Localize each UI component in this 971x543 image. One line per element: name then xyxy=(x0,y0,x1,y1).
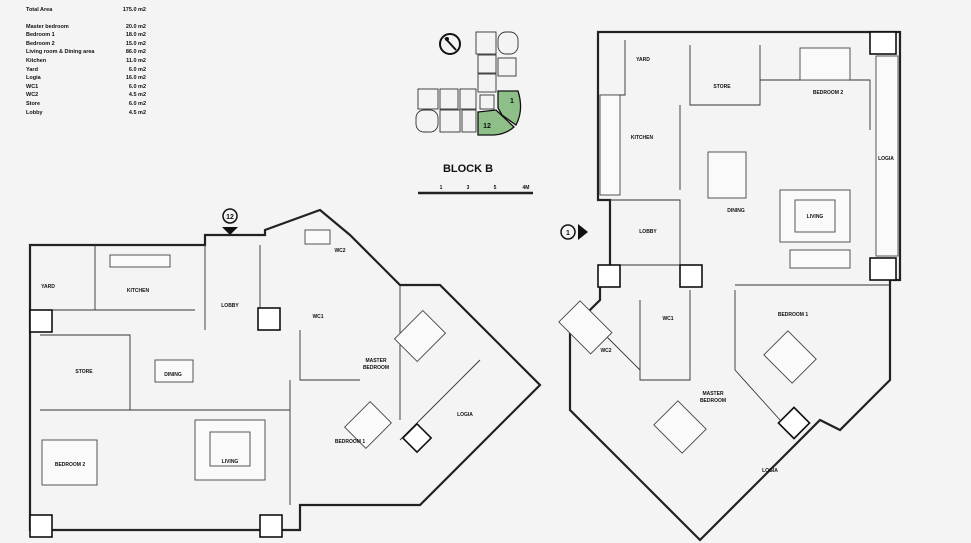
area-row-total: Total Area 175.0 m2 xyxy=(26,6,146,15)
room-label: YARD xyxy=(636,57,650,63)
room-label: LOBBY xyxy=(221,303,239,309)
room-label: WC2 xyxy=(600,348,611,354)
floor-plan-unit-12: 12 YARD KITCHEN LOBBY WC2 WC1 STORE DINI… xyxy=(28,208,542,538)
area-row: Bedroom 2 15.0 m2 xyxy=(26,40,146,49)
area-row: Yard 6.0 m2 xyxy=(26,66,146,75)
scale-tick: 4M xyxy=(523,185,530,191)
area-row: WC2 4.5 m2 xyxy=(26,91,146,100)
key-plan: 1 12 BLOCK B 1 3 5 4M xyxy=(415,31,533,195)
entry-marker-1: 1 xyxy=(560,224,588,240)
unit-marker: 1 xyxy=(566,230,570,237)
area-row: Bedroom 1 18.0 m2 xyxy=(26,31,146,40)
unit-1-label: 1 xyxy=(510,98,514,105)
area-row: Master bedroom 20.0 m2 xyxy=(26,23,146,32)
room-label: YARD xyxy=(41,284,55,290)
area-label: Bedroom 2 xyxy=(26,40,55,47)
room-label: STORE xyxy=(75,369,93,375)
area-label: Store xyxy=(26,100,41,107)
room-label: WC1 xyxy=(312,314,323,320)
scale-tick: 5 xyxy=(494,185,497,191)
block-title: BLOCK B xyxy=(443,163,493,175)
room-label: LIVING xyxy=(807,214,824,220)
area-label: Bedroom 1 xyxy=(26,32,55,39)
entry-marker-12: 12 xyxy=(222,208,238,235)
area-value: 11.0 m2 xyxy=(126,57,146,64)
room-label: KITCHEN xyxy=(127,288,150,294)
area-value: 15.0 m2 xyxy=(125,40,146,47)
scale-tick: 1 xyxy=(440,185,443,191)
area-value: 175.0 m2 xyxy=(122,7,146,13)
room-label: BEDROOM 2 xyxy=(55,462,86,468)
room-label: BEDROOM xyxy=(363,365,389,371)
room-label: KITCHEN xyxy=(631,135,654,141)
room-label: DINING xyxy=(727,208,745,214)
room-label: WC2 xyxy=(334,248,345,254)
area-table: Total Area 175.0 m2 Master bedroom 20.0 m… xyxy=(26,6,146,117)
room-label: LOBBY xyxy=(639,229,657,235)
area-row: Living room & Dining area 86.0 m2 xyxy=(26,48,146,57)
area-value: 16.0 m2 xyxy=(125,75,146,82)
room-label: BEDROOM 1 xyxy=(778,312,809,318)
area-label: Logia xyxy=(26,75,41,82)
area-label: Kitchen xyxy=(26,57,47,64)
area-label: Total Area xyxy=(26,7,53,13)
area-row: WC1 6.0 m2 xyxy=(26,83,146,92)
unit-12-highlight xyxy=(477,109,515,136)
area-value: 4.5 m2 xyxy=(128,92,146,99)
north-compass-icon xyxy=(439,33,461,55)
area-label: WC1 xyxy=(26,83,39,90)
area-label: Living room & Dining area xyxy=(26,49,95,56)
scale-bar: 1 3 5 4M xyxy=(418,185,533,195)
area-value: 4.5 m2 xyxy=(128,109,146,116)
area-label: Lobby xyxy=(26,109,43,116)
area-value: 6.0 m2 xyxy=(128,66,146,73)
area-value: 6.0 m2 xyxy=(128,100,146,107)
room-label: WC1 xyxy=(662,316,673,322)
area-row: Kitchen 11.0 m2 xyxy=(26,57,146,66)
area-value: 18.0 m2 xyxy=(125,32,146,39)
area-row: Lobby 4.5 m2 xyxy=(26,109,146,118)
area-value: 20.0 m2 xyxy=(125,23,146,30)
scale-tick: 3 xyxy=(467,185,470,191)
room-label: LOGIA xyxy=(878,156,894,162)
area-value: 86.0 m2 xyxy=(125,49,146,56)
room-label: LIVING xyxy=(222,459,239,465)
unit-12-label: 12 xyxy=(483,123,491,130)
room-label: STORE xyxy=(713,84,731,90)
area-label: Yard xyxy=(26,66,38,73)
room-label: MASTER xyxy=(702,391,724,397)
room-label: MASTER xyxy=(365,358,387,364)
room-label: LOGIA xyxy=(457,412,473,418)
area-value: 6.0 m2 xyxy=(128,83,146,90)
unit-1-highlight xyxy=(497,90,522,126)
area-label: WC2 xyxy=(26,92,39,99)
room-label: BEDROOM 1 xyxy=(335,439,366,445)
room-label: BEDROOM xyxy=(700,398,726,404)
area-row: Store 6.0 m2 xyxy=(26,100,146,109)
room-label: DINING xyxy=(164,372,182,378)
floor-plan-unit-1: 1 YARD KITCHEN STORE BEDROOM 2 LOGIA DIN… xyxy=(558,30,902,542)
area-label: Master bedroom xyxy=(26,23,69,30)
area-row: Logia 16.0 m2 xyxy=(26,74,146,83)
room-label: BEDROOM 2 xyxy=(813,90,844,96)
unit-marker: 12 xyxy=(226,214,234,221)
room-label: LOGIA xyxy=(762,468,778,474)
